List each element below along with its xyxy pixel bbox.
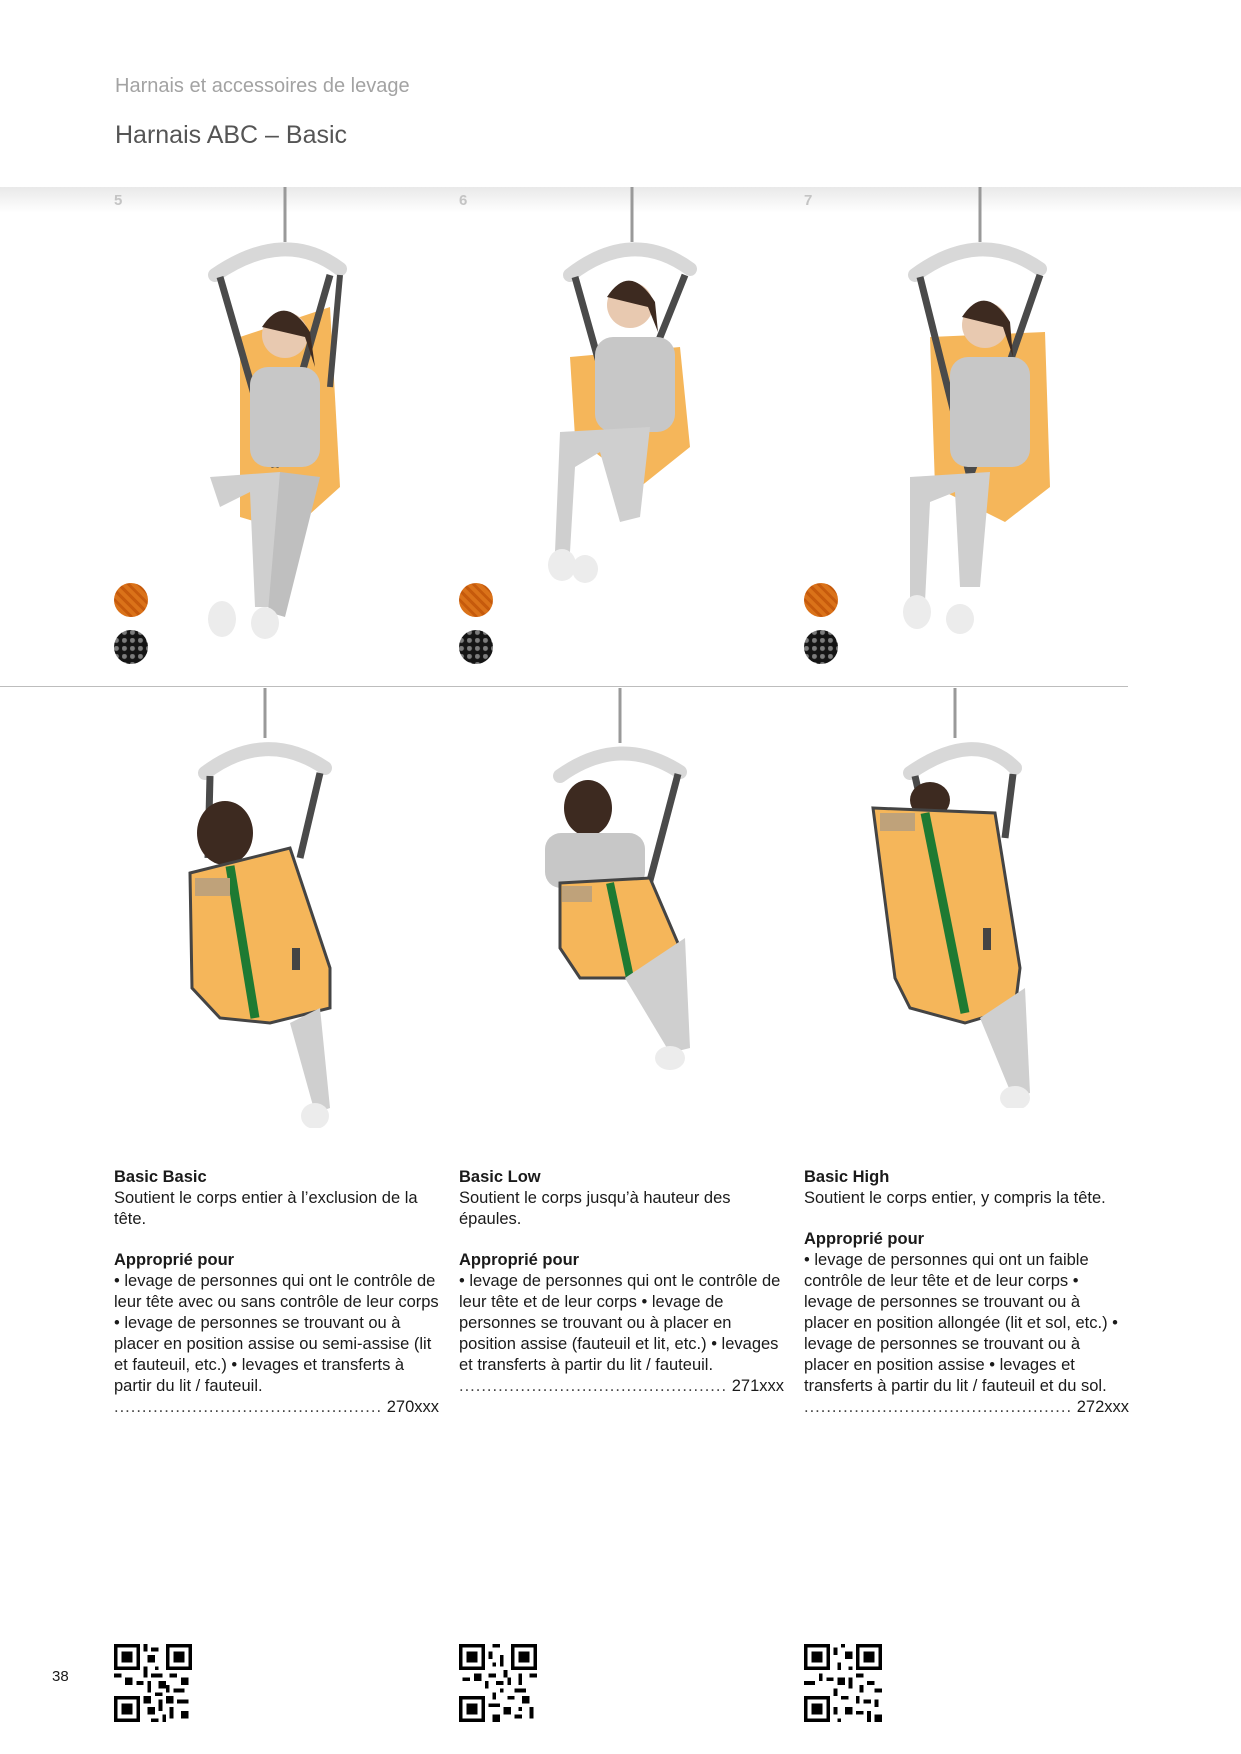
- product-description-high: Basic High Soutient le corps entier, y c…: [804, 1167, 1129, 1418]
- page-title: Harnais ABC – Basic: [115, 121, 348, 149]
- sling-back-low-image: [545, 688, 690, 1070]
- reference-code: 271xxx: [731, 1377, 784, 1395]
- reference-line: ........................................…: [114, 1397, 439, 1418]
- page-number: 38: [52, 1668, 69, 1685]
- suited-for-text: • levage de personnes qui ont le contrôl…: [459, 1272, 781, 1374]
- fabric-swatch-black: [804, 630, 838, 664]
- header-shadow: [0, 187, 1241, 213]
- fabric-swatch-orange: [459, 583, 493, 617]
- qr-code-basic[interactable]: [114, 1644, 192, 1722]
- leader-dots: ........................................…: [804, 1398, 1073, 1416]
- sling-back-basic-image: [188, 688, 332, 1128]
- product-description-low: Basic Low Soutient le corps jusqu’à haut…: [459, 1167, 784, 1397]
- product-summary: Soutient le corps jusqu’à hauteur des ép…: [459, 1189, 731, 1228]
- reference-line: ........................................…: [459, 1376, 784, 1397]
- reference-line: ........................................…: [804, 1397, 1129, 1418]
- product-description-basic: Basic Basic Soutient le corps entier à l…: [114, 1167, 439, 1418]
- product-name: Basic Low: [459, 1168, 541, 1186]
- breadcrumb: Harnais et accessoires de levage: [115, 75, 410, 97]
- reference-code: 270xxx: [386, 1398, 439, 1416]
- sling-front-basic-image: [208, 187, 347, 639]
- fabric-swatch-black: [114, 630, 148, 664]
- product-name: Basic High: [804, 1168, 890, 1186]
- sling-front-high-image: [903, 187, 1050, 634]
- leader-dots: ........................................…: [114, 1398, 383, 1416]
- suited-for-label: Approprié pour: [804, 1230, 925, 1248]
- sling-front-low-image: [548, 187, 697, 583]
- fabric-swatch-black: [459, 630, 493, 664]
- product-summary: Soutient le corps entier à l’exclusion d…: [114, 1189, 418, 1228]
- fabric-swatch-orange: [114, 583, 148, 617]
- product-summary: Soutient le corps entier, y compris la t…: [804, 1189, 1106, 1207]
- suited-for-text: • levage de personnes qui ont un faible …: [804, 1251, 1118, 1395]
- suited-for-label: Approprié pour: [459, 1251, 580, 1269]
- product-number-7: 7: [804, 192, 813, 209]
- qr-code-high[interactable]: [804, 1644, 882, 1722]
- leader-dots: ........................................…: [459, 1377, 728, 1395]
- product-name: Basic Basic: [114, 1168, 207, 1186]
- qr-code-low[interactable]: [459, 1644, 537, 1722]
- page-header: [0, 0, 1241, 187]
- suited-for-label: Approprié pour: [114, 1251, 235, 1269]
- reference-code: 272xxx: [1076, 1398, 1129, 1416]
- section-divider: [0, 686, 1128, 687]
- fabric-swatch-orange: [804, 583, 838, 617]
- product-number-5: 5: [114, 192, 123, 209]
- sling-back-high-image: [871, 688, 1030, 1108]
- product-number-6: 6: [459, 192, 468, 209]
- suited-for-text: • levage de personnes qui ont le contrôl…: [114, 1272, 439, 1395]
